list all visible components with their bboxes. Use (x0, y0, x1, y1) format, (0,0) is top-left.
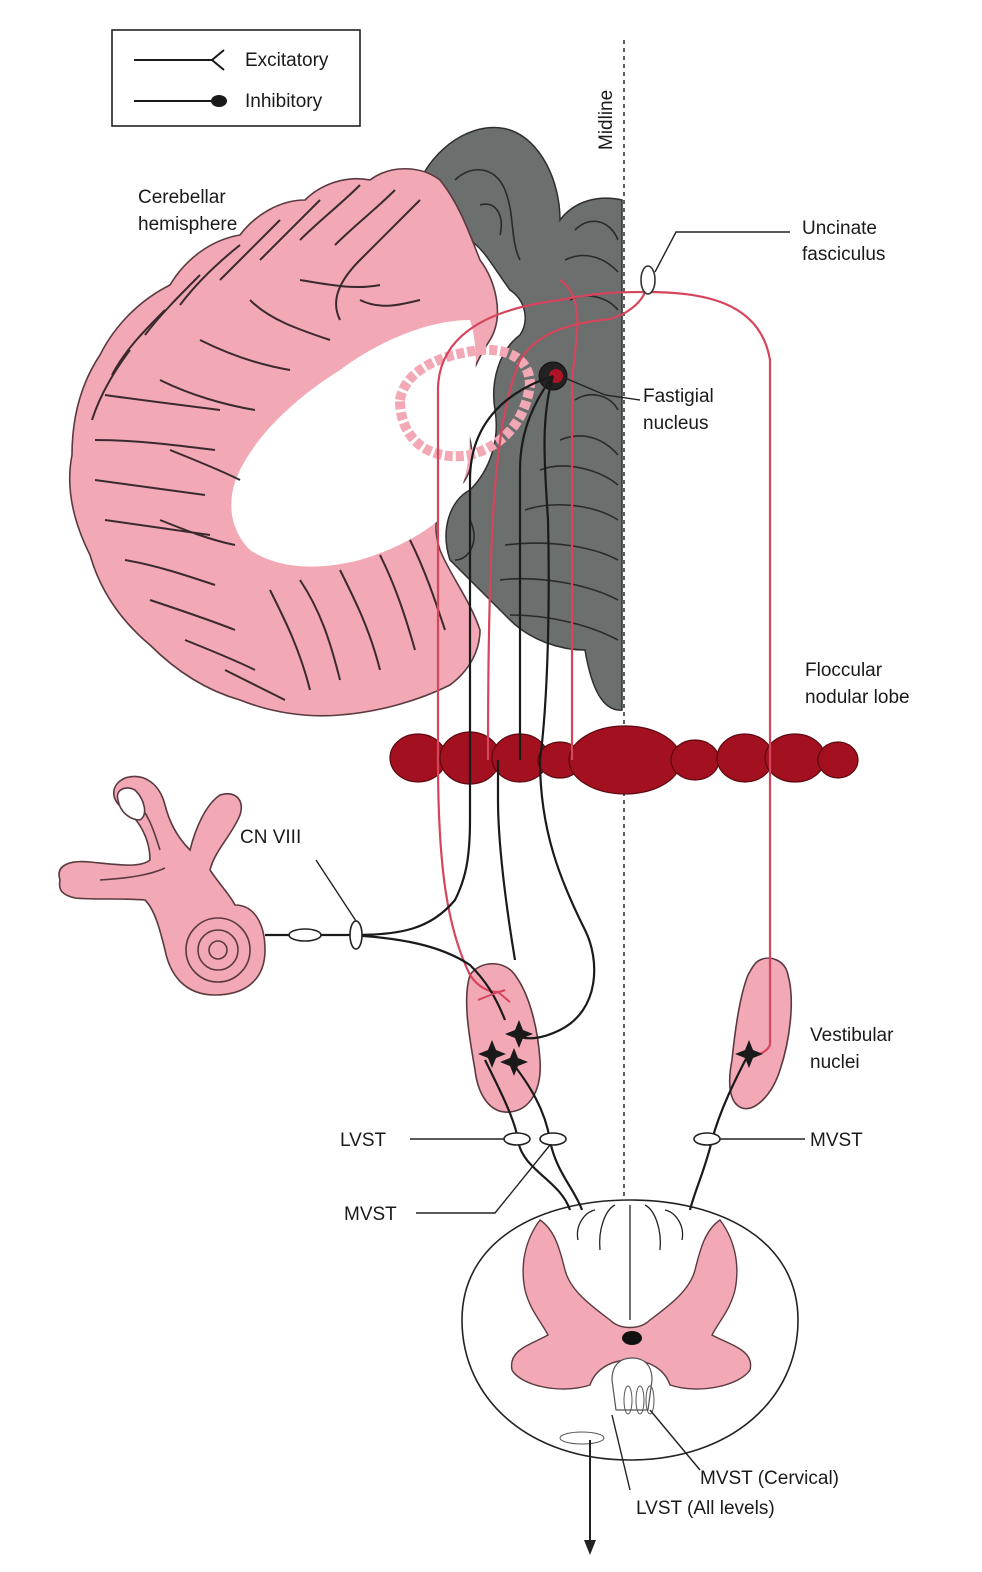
cn-viii-oval-1 (288, 928, 322, 942)
legend-box (111, 29, 361, 127)
cerebellar-hemisphere-shape (68, 168, 536, 717)
mvst-right-label: MVST (810, 1130, 863, 1151)
spinal-cord-cross-section (461, 1199, 799, 1461)
vestibular-nucleus-right (728, 957, 793, 1110)
mvst-left-oval (539, 1132, 567, 1146)
lvst-oval (503, 1132, 531, 1146)
legend-inhibitory-label: Inhibitory (245, 91, 323, 112)
mvst-left-label: MVST (344, 1204, 397, 1225)
uncinate-fasciculus-marker (640, 265, 656, 295)
cn-viii-label: CN VIII (240, 827, 301, 848)
cn-viii-oval-2 (349, 920, 363, 950)
inhibitory-symbol (211, 95, 227, 107)
excitatory-symbol (211, 49, 225, 71)
cerebellar-hemisphere-label-line1: Cerebellar (138, 187, 226, 208)
vestibular-nuclei-label-line1: Vestibular (810, 1025, 894, 1046)
fastigial-nucleus-label-line2: nucleus (643, 413, 709, 434)
legend: Excitatory Inhibitory (111, 29, 361, 127)
mvst-right-oval (693, 1132, 721, 1146)
pathways (265, 265, 772, 1555)
leader-lines (315, 231, 805, 1491)
lvst-label: LVST (340, 1130, 387, 1151)
legend-excitatory-label: Excitatory (245, 50, 329, 71)
floccular-nodular-lobe-label-line2: nodular lobe (805, 687, 910, 708)
inner-ear-labyrinth (58, 775, 266, 996)
mvst-cervical-label: MVST (Cervical) (700, 1468, 839, 1489)
cerebellar-hemisphere-label-line2: hemisphere (138, 214, 237, 235)
midline-label: Midline (596, 90, 617, 150)
floccular-nodular-lobe-label-line1: Floccular (805, 660, 883, 681)
vestibular-nuclei-label-line2: nuclei (810, 1052, 860, 1073)
fastigial-nucleus-label-line1: Fastigial (643, 386, 714, 407)
uncinate-fasciculus-label-line1: Uncinate (802, 218, 877, 239)
lvst-all-levels-label: LVST (All levels) (636, 1498, 775, 1519)
uncinate-fasciculus-label-line2: fasciculus (802, 244, 885, 265)
floccular-nodular-lobe-shape (389, 725, 859, 795)
